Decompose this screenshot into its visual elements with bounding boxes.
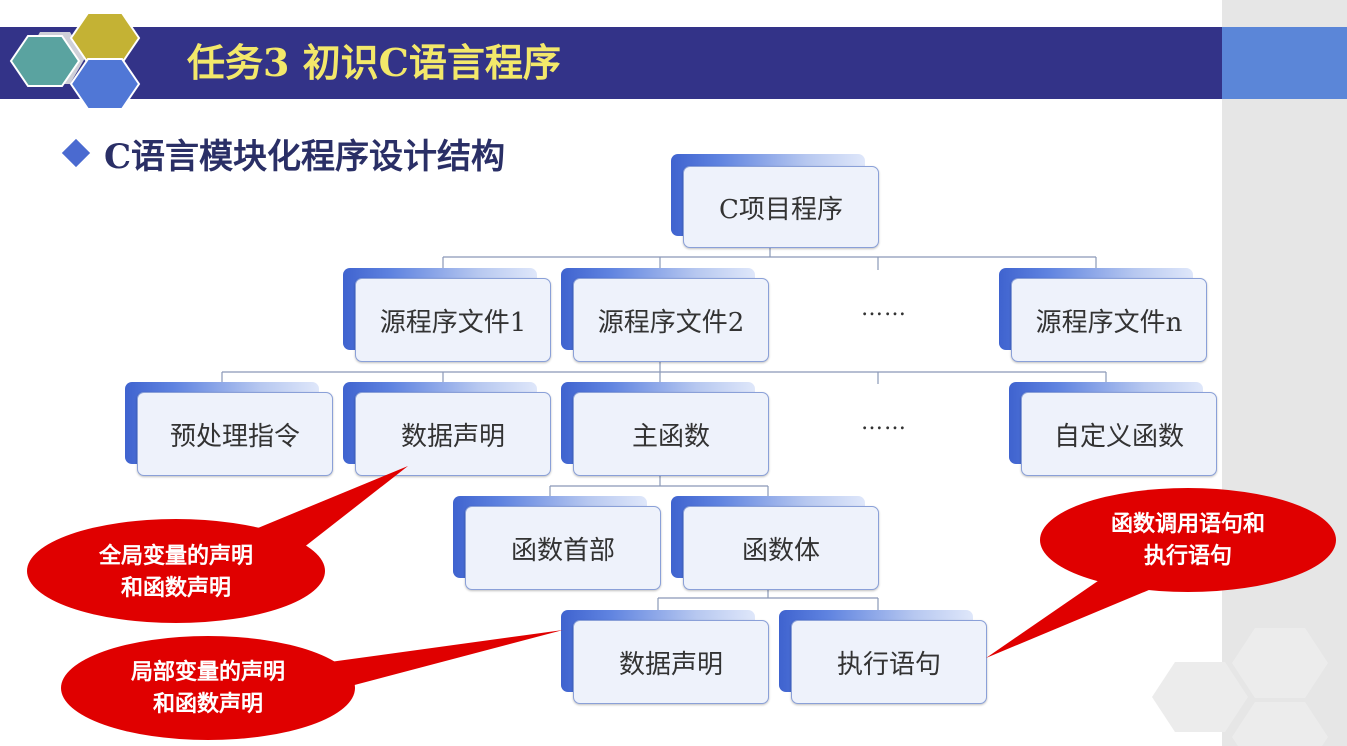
callout-global-line2: 和函数声明 — [120, 575, 231, 601]
section-heading: C语言模块化程序设计结构 — [60, 130, 506, 177]
callout-local-line2: 和函数声明 — [152, 691, 263, 717]
callout-exec-statements: 函数调用语句和 执行语句 — [1068, 508, 1308, 572]
section-heading-text: C语言模块化程序设计结构 — [104, 136, 506, 177]
title-bar-accent — [1222, 27, 1347, 99]
page-title: 任务3 初识C语言程序 — [187, 40, 561, 85]
callout-local-declaration: 局部变量的声明 和函数声明 — [88, 656, 328, 720]
ellipsis-level1: …… — [861, 296, 907, 321]
right-sidebar — [1222, 0, 1347, 746]
title-bar — [0, 27, 1222, 99]
hexagon-logo-icon — [9, 12, 141, 110]
callout-exec-line1: 函数调用语句和 — [1110, 511, 1265, 537]
ellipsis-level2: …… — [861, 410, 907, 435]
callout-global-declaration: 全局变量的声明 和函数声明 — [56, 540, 296, 604]
callout-exec-line2: 执行语句 — [1143, 543, 1232, 569]
callout-global-line1: 全局变量的声明 — [98, 543, 253, 569]
callout-local-line1: 局部变量的声明 — [130, 659, 285, 685]
